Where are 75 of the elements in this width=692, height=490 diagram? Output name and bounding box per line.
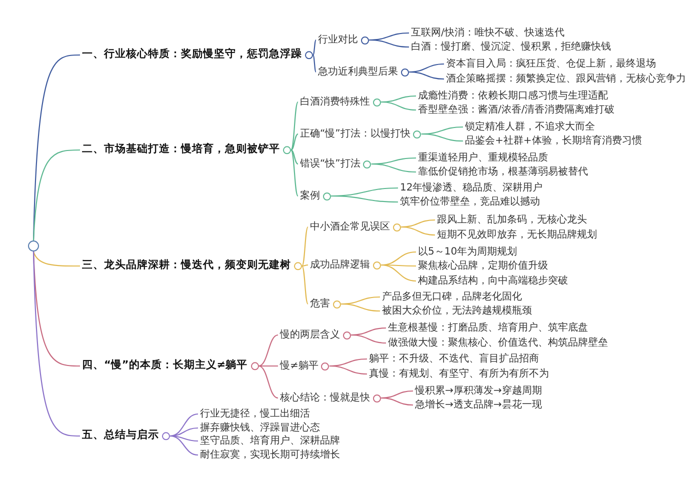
leaf-label: 行业无捷径，慢工出细活 bbox=[200, 408, 310, 420]
branch-heading: 三、龙头品牌深耕：慢迭代，频变则无建树 bbox=[82, 259, 291, 273]
topic-label: 中小酒企常见误区 bbox=[310, 220, 390, 234]
leaf-label: 12年慢渗透、稳品质、深耕用户 bbox=[400, 182, 543, 194]
leaf-label: 香型壁垒强：酱酒/浓香/清香消费隔离难打破 bbox=[418, 104, 615, 116]
root-circle bbox=[28, 240, 39, 252]
connector-line bbox=[170, 435, 198, 456]
connector-line bbox=[380, 101, 416, 111]
connector-line bbox=[290, 134, 298, 150]
connector-line bbox=[170, 413, 198, 437]
leaf-label: 构建品系结构，向中高端稳步突破 bbox=[418, 274, 568, 288]
leaf-label: 急增长→透支品牌→昙花一现 bbox=[415, 398, 542, 412]
connector-line bbox=[350, 334, 386, 344]
connector-line bbox=[290, 150, 298, 164]
connector-line bbox=[329, 365, 368, 375]
leaf-label: 成瘾性消费：依赖长期口感习惯与生理适配 bbox=[418, 90, 608, 102]
connector-line bbox=[32, 251, 80, 267]
leaf-label: 锁定精准人群，不追求大而全 bbox=[465, 120, 595, 134]
topic-label: 案例 bbox=[300, 190, 320, 202]
connector-line bbox=[380, 264, 416, 282]
topic-label: 核心结论：慢就是快 bbox=[280, 392, 370, 404]
connector-line bbox=[290, 150, 298, 196]
connector-line bbox=[258, 365, 278, 399]
leaf-label: 酒企策略摇摆：频繁换定位、跟风营销，无核心竞争力 bbox=[446, 72, 686, 86]
connector-line bbox=[302, 226, 308, 266]
leaf-label: 生意根基慢：打磨品质、培育用户、筑牢底盘 bbox=[388, 322, 588, 334]
topic-label: 急功近利典型后果 bbox=[318, 66, 398, 78]
branch-heading: 五、总结与启示 bbox=[82, 429, 159, 443]
connector-line bbox=[421, 133, 464, 142]
leaf-label: 被困大众价位，无法跨越规模瓶颈 bbox=[382, 304, 532, 318]
connector-line bbox=[258, 365, 278, 367]
topic-label: 行业对比 bbox=[318, 34, 358, 46]
connector-line bbox=[340, 303, 380, 312]
leaf-label: 慢积累→厚积薄发→穿越周期 bbox=[415, 384, 542, 398]
connector-line bbox=[408, 71, 444, 80]
leaf-label: 资本盲目入局：疯狂压货、仓促上新，最终退场 bbox=[446, 58, 656, 70]
leaf-label: 跟风上新、乱加条码，无核心龙头 bbox=[437, 214, 587, 226]
leaf-label: 摒弃赚快钱、浮躁冒进心态 bbox=[200, 422, 320, 434]
leaf-label: 聚焦核心品牌，定期价值升级 bbox=[418, 260, 548, 272]
branch-heading: 二、市场基础打造：慢培育，急则被铲平 bbox=[82, 143, 280, 157]
branch-heading: 四、“慢”的本质：长期主义≠躺平 bbox=[82, 359, 248, 373]
connector-line bbox=[368, 39, 410, 48]
leaf-label: 筑牢价位带壁垒，竞品难以撼动 bbox=[400, 196, 540, 208]
connector-line bbox=[371, 163, 416, 173]
leaf-label: 靠低价促销抢市场，根基薄弱易被替代 bbox=[418, 166, 588, 178]
topic-label: 慢≠躺平 bbox=[280, 360, 318, 372]
topic-label: 正确“慢”打法：以慢打快 bbox=[300, 128, 410, 140]
connector-line bbox=[331, 195, 398, 203]
topic-label: 错误“快”打法 bbox=[300, 158, 360, 170]
connector-line bbox=[258, 334, 278, 367]
connector-line bbox=[312, 40, 316, 56]
topic-label: 白酒消费特殊性 bbox=[300, 96, 370, 108]
topic-label: 危害 bbox=[310, 298, 330, 310]
topic-label: 慢的两层含义 bbox=[280, 328, 340, 342]
leaf-label: 做强做大慢：聚焦核心、价值迭代、构筑品牌壁垒 bbox=[388, 336, 608, 350]
leaf-label: 短期不见效即放弃，无长期品牌规划 bbox=[437, 228, 597, 242]
leaf-label: 重渠道轻用户、重规模轻品质 bbox=[418, 152, 548, 164]
connector-line bbox=[32, 251, 80, 437]
connector-line bbox=[312, 54, 316, 72]
leaf-label: 耐住寂寞，实现长期可持续增长 bbox=[200, 448, 340, 462]
leaf-label: 白酒：慢打磨、慢沉淀、慢积累，拒绝赚快钱 bbox=[411, 40, 611, 54]
branch-heading: 一、行业核心特质：奖励慢坚守，惩罚急浮躁 bbox=[82, 48, 302, 62]
leaf-label: 躺平：不升级、不迭代、盲目扩品招商 bbox=[369, 352, 539, 366]
leaf-label: 产品多但无口碑，品牌老化固化 bbox=[382, 290, 522, 304]
connector-line bbox=[302, 266, 308, 304]
leaf-label: 品鉴会+社群+体验，长期培育消费习惯 bbox=[465, 134, 642, 148]
leaf-label: 以5～10年为周期规划 bbox=[418, 246, 518, 258]
leaf-label: 坚守品质、培育用户、深耕品牌 bbox=[200, 434, 340, 448]
connector-line bbox=[400, 226, 436, 236]
connector-line bbox=[32, 149, 80, 241]
connector-line bbox=[380, 397, 414, 406]
connector-line bbox=[290, 102, 298, 150]
leaf-label: 互联网/快消：唯快不破、快速迭代 bbox=[411, 26, 564, 40]
leaf-label: 真慢：有规划、有坚守、有所为有所不为 bbox=[369, 368, 549, 380]
topic-label: 成功品牌逻辑 bbox=[310, 258, 370, 272]
